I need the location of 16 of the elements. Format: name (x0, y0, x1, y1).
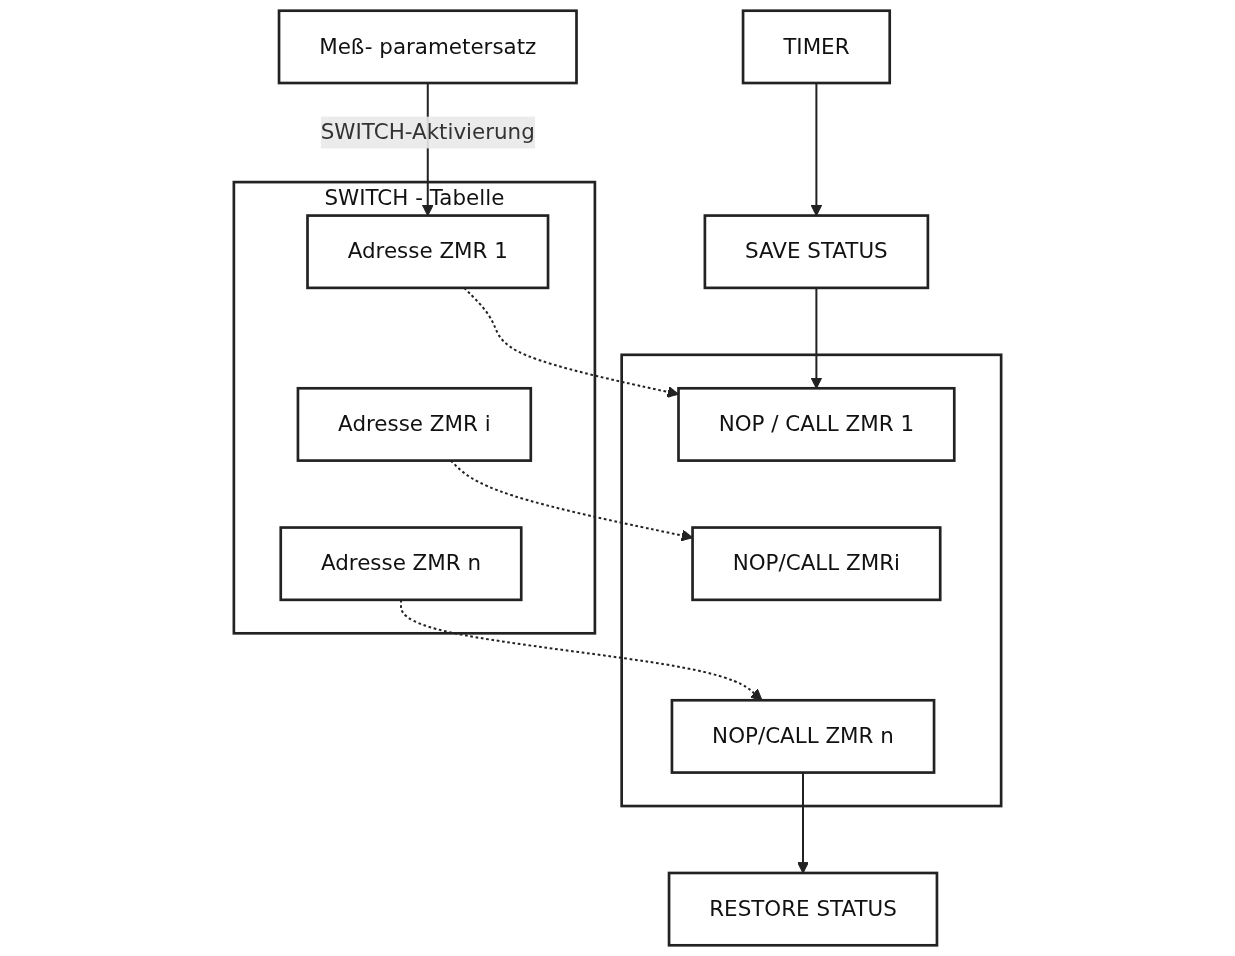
node-box: TIMER (741, 9, 892, 85)
arrow (400, 599, 763, 701)
node-label: SWITCH - Tabelle (324, 184, 505, 211)
arrow (810, 287, 823, 389)
node-box: NOP / CALL ZMR 1 (677, 386, 956, 462)
node-box: SAVE STATUS (703, 214, 930, 290)
node-box: NOP/CALL ZMRi (691, 526, 942, 602)
cluster (232, 180, 597, 635)
edge-label: SWITCH-Aktivierung (320, 119, 535, 145)
node-box: NOP/CALL ZMR n (670, 698, 936, 774)
node-box: RESTORE STATUS (667, 871, 939, 947)
node-box: Adresse ZMR n (279, 526, 523, 602)
cluster (620, 353, 1003, 808)
node-box: Meß- parametersatz (277, 9, 578, 85)
node-box: Adresse ZMR i (296, 386, 533, 462)
node-box: Adresse ZMR 1 (306, 214, 550, 290)
